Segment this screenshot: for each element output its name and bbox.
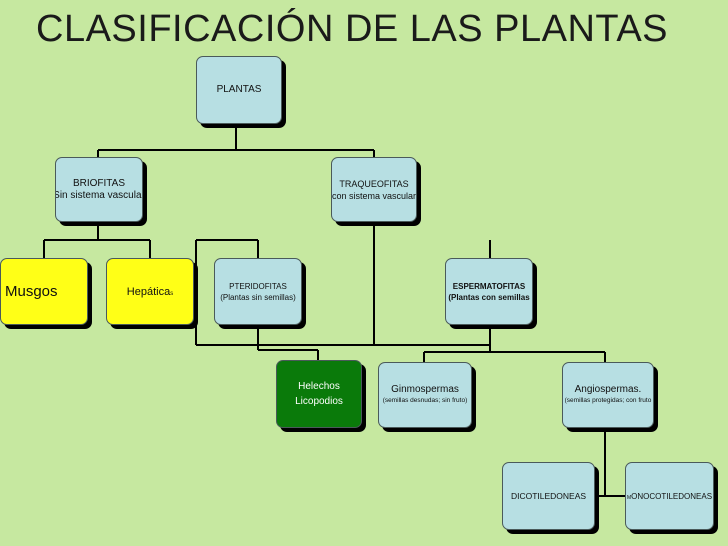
node-monocotiledoneas-title: ONOCOTILEDONEAS xyxy=(631,491,713,501)
node-angiospermas-subtitle: (semillas protegidas; con fruto xyxy=(564,397,652,404)
node-traqueofitas-title: TRAQUEOFITAS xyxy=(339,178,409,189)
node-plantas-title: PLANTAS xyxy=(216,84,262,95)
node-monocotiledoneas: MONOCOTILEDONEAS xyxy=(625,462,714,530)
node-hepaticas-title: Hepática xyxy=(126,285,171,298)
node-dicotiledoneas: DICOTILEDONEAS xyxy=(502,462,595,530)
node-hepaticas-label: Hepáticas xyxy=(127,286,173,298)
node-traqueofitas: TRAQUEOFITAS (con sistema vascular) xyxy=(331,157,417,222)
node-gimnospermas: Ginmospermas (semillas desnudas; sin fru… xyxy=(378,362,472,428)
node-helechos-subtitle: Licopodios xyxy=(295,396,343,407)
page-title: CLASIFICACIÓN DE LAS PLANTAS xyxy=(36,8,669,50)
node-espermatofitas: ESPERMATOFITAS (Plantas con semillas xyxy=(445,258,533,325)
node-espermatofitas-subtitle: (Plantas con semillas xyxy=(448,292,530,302)
node-helechos-title: Helechos xyxy=(298,381,340,392)
node-helechos: Helechos Licopodios xyxy=(276,360,362,428)
node-monocotiledoneas-label: MONOCOTILEDONEAS xyxy=(627,492,712,501)
node-monocotiledoneas-prefix: M xyxy=(626,494,632,501)
node-pteridofitas: PTERIDOFITAS (Plantas sin semillas) xyxy=(214,258,302,325)
node-gimnospermas-subtitle: (semillas desnudas; sin fruto) xyxy=(382,397,468,404)
node-briofitas-subtitle: (Sin sistema vascular) xyxy=(56,189,142,201)
node-dicotiledoneas-title: DICOTILEDONEAS xyxy=(510,490,587,501)
node-hepaticas-suffix: s xyxy=(170,290,174,297)
node-musgos-title: Musgos xyxy=(5,283,58,300)
node-gimnospermas-title: Ginmospermas xyxy=(391,384,459,395)
node-briofitas: BRIOFITAS (Sin sistema vascular) xyxy=(55,157,143,222)
node-pteridofitas-title: PTERIDOFITAS xyxy=(229,281,287,291)
node-pteridofitas-subtitle: (Plantas sin semillas) xyxy=(220,292,296,302)
node-angiospermas-title: Angiospermas. xyxy=(574,384,642,395)
node-plantas: PLANTAS xyxy=(196,56,282,124)
node-hepaticas: Hepáticas xyxy=(106,258,194,325)
node-traqueofitas-subtitle: (con sistema vascular) xyxy=(331,190,417,201)
node-briofitas-title: BRIOFITAS xyxy=(72,177,126,189)
node-angiospermas: Angiospermas. (semillas protegidas; con … xyxy=(562,362,654,428)
node-musgos: Musgos xyxy=(0,258,88,325)
node-espermatofitas-title: ESPERMATOFITAS xyxy=(452,281,526,291)
